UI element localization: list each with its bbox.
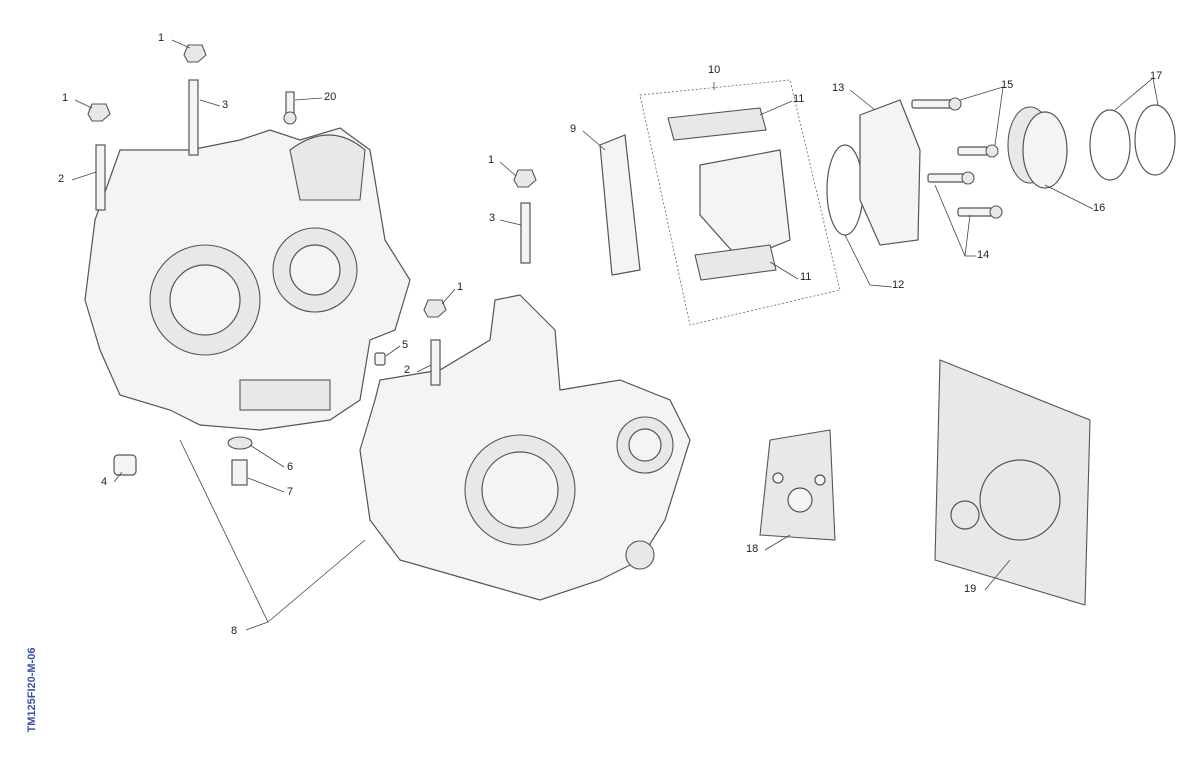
callout-7: 7 xyxy=(287,486,294,498)
callout-16: 16 xyxy=(1093,202,1106,214)
callout-13: 13 xyxy=(832,82,845,94)
callout-19: 19 xyxy=(964,583,977,595)
callout-1: 1 xyxy=(488,154,495,166)
callout-18: 18 xyxy=(746,543,759,555)
callout-11: 11 xyxy=(800,271,812,283)
callout-8: 8 xyxy=(231,625,238,637)
leader-lines xyxy=(71,39,1159,631)
reed-valve-group xyxy=(599,79,921,326)
callout-4: 4 xyxy=(101,476,108,488)
callout-1: 1 xyxy=(457,281,464,293)
callout-11: 11 xyxy=(793,93,805,105)
callout-3: 3 xyxy=(489,212,496,224)
callout-14: 14 xyxy=(977,249,990,261)
intake-hardware xyxy=(911,97,1176,219)
callout-10: 10 xyxy=(708,64,721,76)
drawing-code: TM125FI20-M-06 xyxy=(26,647,38,733)
studs-and-nuts xyxy=(87,44,537,486)
right-crankcase-half xyxy=(359,294,691,601)
left-crankcase-half xyxy=(84,127,411,431)
callout-5: 5 xyxy=(402,339,409,351)
callout-3: 3 xyxy=(222,99,229,111)
callout-12: 12 xyxy=(892,279,905,291)
callout-15: 15 xyxy=(1001,79,1014,91)
callout-9: 9 xyxy=(570,123,577,135)
callout-20: 20 xyxy=(324,91,337,103)
callout-2: 2 xyxy=(58,173,65,185)
callout-17: 17 xyxy=(1150,70,1163,82)
callout-1: 1 xyxy=(62,92,69,104)
callout-6: 6 xyxy=(287,461,294,473)
callout-1: 1 xyxy=(158,32,165,44)
callout-2: 2 xyxy=(404,364,411,376)
gasket-kits xyxy=(759,359,1091,606)
